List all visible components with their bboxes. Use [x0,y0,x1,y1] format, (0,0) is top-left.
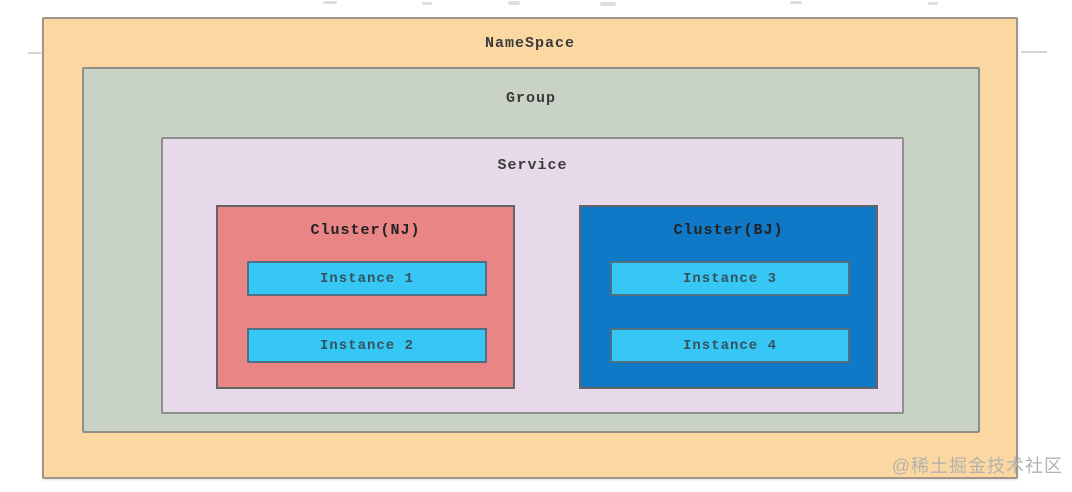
instance-2-box: Instance 2 [247,328,487,363]
top-crop-artifact [928,2,938,5]
cluster-bj-box: Cluster(BJ) Instance 3 Instance 4 [579,205,878,389]
top-crop-artifact [323,1,337,4]
top-crop-artifact [508,1,520,5]
instance-1-label: Instance 1 [319,270,414,287]
juejin-watermark: @稀土掘金技术社区 [891,456,1063,476]
top-crop-artifact [790,1,802,4]
namespace-label: NameSpace [484,35,575,52]
instance-4-label: Instance 4 [682,337,777,354]
instance-4-box: Instance 4 [610,328,850,363]
group-label: Group [505,90,556,107]
right-line-artifact [1021,51,1047,53]
instance-1-box: Instance 1 [247,261,487,296]
namespace-box: NameSpace Group Service Cluster(NJ) Inst… [42,17,1018,479]
instance-3-box: Instance 3 [610,261,850,296]
service-box: Service Cluster(NJ) Instance 1 Instance … [161,137,904,414]
group-box: Group Service Cluster(NJ) Instance 1 Ins… [82,67,980,433]
cluster-nj-box: Cluster(NJ) Instance 1 Instance 2 [216,205,515,389]
top-crop-artifact [422,2,432,5]
service-label: Service [497,157,568,174]
cluster-bj-label: Cluster(BJ) [673,222,784,239]
top-crop-artifact [600,2,616,6]
left-line-artifact [28,52,41,54]
instance-2-label: Instance 2 [319,337,414,354]
instance-3-label: Instance 3 [682,270,777,287]
cluster-nj-label: Cluster(NJ) [310,222,421,239]
